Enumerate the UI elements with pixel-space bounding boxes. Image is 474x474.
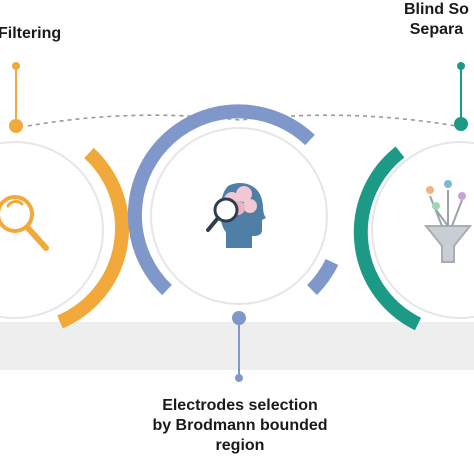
blind-source-separation-label-line-1: Blind So bbox=[404, 1, 469, 18]
filtering-label: Filtering bbox=[0, 25, 62, 42]
electrodes-ring-lower bbox=[306, 258, 339, 295]
dashed-connector bbox=[27, 114, 457, 127]
bss-ring bbox=[353, 146, 422, 331]
brain-head-magnifier-icon bbox=[206, 182, 266, 248]
electrodes-ring bbox=[127, 104, 315, 296]
electrodes-bottom-dot bbox=[235, 374, 243, 382]
filtering-top-dot bbox=[12, 62, 20, 70]
funnel-network-icon bbox=[423, 180, 473, 263]
blind-source-separation-label-line-2: Separa bbox=[409, 21, 464, 38]
filtering-node bbox=[9, 119, 23, 133]
electrodes-selection-label-line-3: region bbox=[215, 437, 265, 454]
filtering-disc bbox=[0, 141, 104, 319]
blind-source-separation-label: Blind So Separa bbox=[404, 0, 469, 40]
electrodes-selection-label: Electrodes selection by Brodmann bounded… bbox=[130, 396, 350, 456]
filtering-ring bbox=[57, 147, 129, 329]
electrodes-selection-label-line-1: Electrodes selection bbox=[162, 397, 318, 414]
electrodes-node bbox=[232, 311, 246, 325]
step-filtering bbox=[0, 62, 129, 329]
step-electrodes-selection bbox=[127, 104, 339, 382]
background-band bbox=[0, 322, 474, 370]
bss-node bbox=[454, 117, 468, 131]
bss-top-dot bbox=[457, 62, 465, 70]
magnifier-icon bbox=[0, 195, 49, 251]
step-blind-source-separation bbox=[353, 62, 474, 331]
electrodes-selection-label-line-2: by Brodmann bounded bbox=[152, 417, 328, 434]
